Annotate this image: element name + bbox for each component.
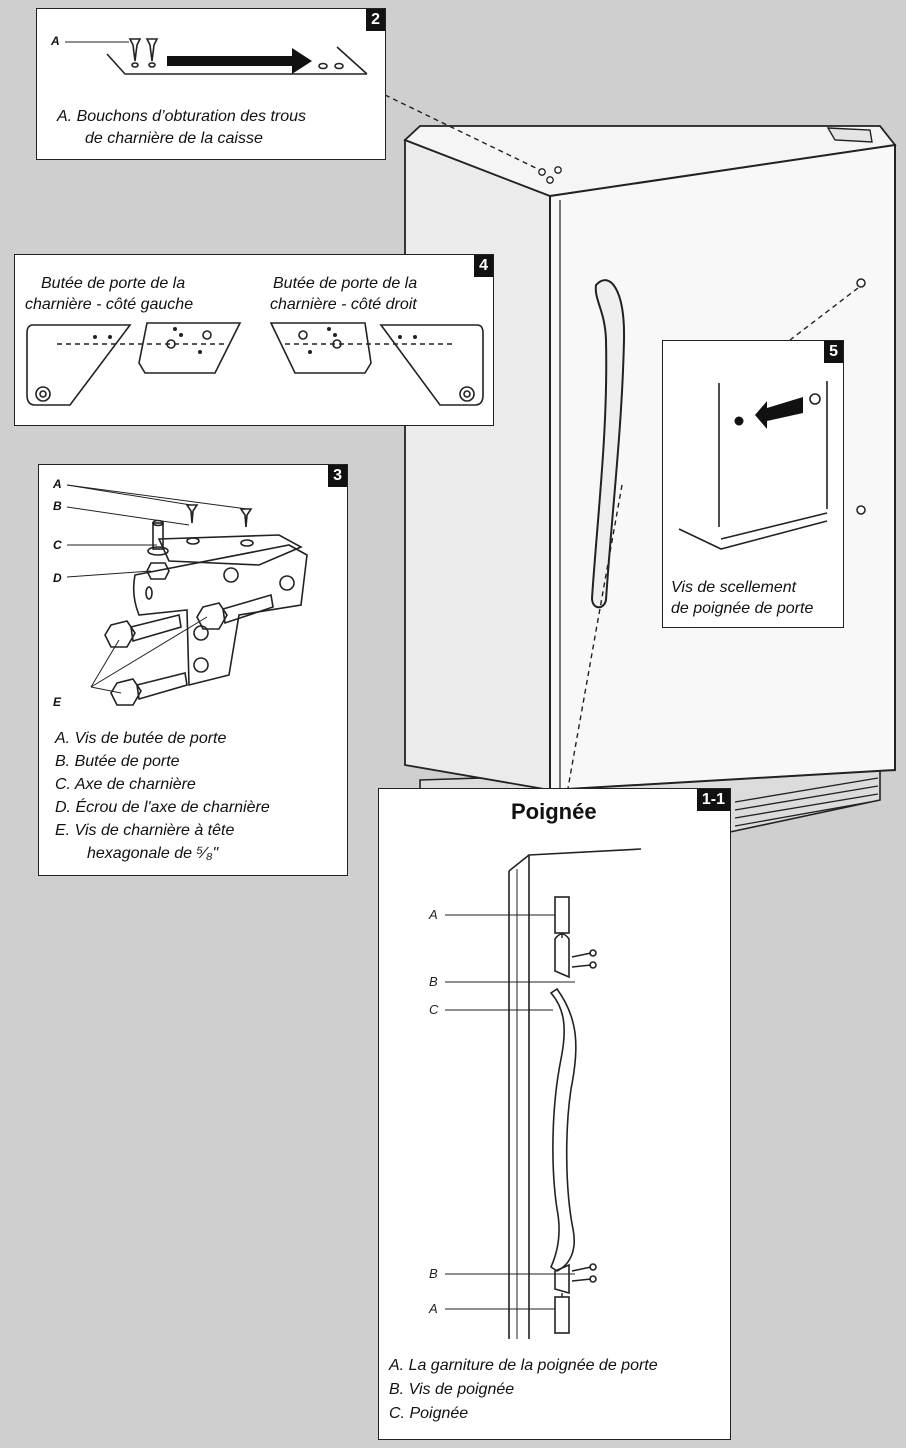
hex-bolt-icon <box>196 593 274 630</box>
hex-bolt-icon <box>35 386 51 402</box>
caption-line-1: Vis de scellement <box>671 579 797 596</box>
seal-screw-diagram <box>678 381 828 550</box>
left-title-line-2: charnière - côté gauche <box>25 296 194 313</box>
grille-lines <box>734 777 879 827</box>
hex-bolt-icon <box>110 672 188 706</box>
callout-a-bottom: A <box>429 1301 438 1316</box>
panel-door-stop-sides: 4 Butée de porte de la charnière - côté … <box>14 254 494 426</box>
panel-cabinet-hinge-plugs: 2 A A. Bouchons d’obturation des trous d… <box>36 8 386 160</box>
label-a: A <box>53 477 62 491</box>
right-title-line-2: charnière - côté droit <box>270 296 417 313</box>
panel-door-handle: 1-1 Poignée A B C B A A. La ga <box>378 788 731 1440</box>
fridge-side <box>404 138 551 792</box>
legend-item: A. La garniture de la poignée de porte <box>389 1357 658 1374</box>
panel-handle-seal-screw: 5 Vis de scellement de poignée de porte <box>662 340 844 628</box>
callout-c: C <box>429 1002 439 1017</box>
step-badge: 4 <box>474 255 493 277</box>
step-badge: 1-1 <box>696 789 730 811</box>
panel-title: Poignée <box>511 799 597 824</box>
legend-item: D. Écrou de l'axe de charnière <box>55 799 270 816</box>
label-c: C <box>53 538 62 552</box>
legend-item: C. Poignée <box>389 1405 469 1422</box>
label-b: B <box>53 499 62 513</box>
arrow-icon <box>755 397 803 429</box>
arrow-icon <box>167 48 312 74</box>
door-handle-exploded-diagram <box>445 848 642 1339</box>
door-stop-diagram <box>26 322 484 406</box>
legend-item: C. Axe de charnière <box>55 776 196 793</box>
label-a: A <box>51 34 60 48</box>
door-handle <box>590 279 626 609</box>
callout-b-bottom: B <box>429 1266 438 1281</box>
caption-line-2: de poignée de porte <box>671 600 814 617</box>
hex-bolt-icon <box>459 386 475 402</box>
label-e: E <box>53 695 62 709</box>
legend-item: hexagonale de ⁵⁄₈" <box>87 845 219 862</box>
legend-item: A. Vis de butée de porte <box>55 730 227 747</box>
legend-item: B. Butée de porte <box>55 753 180 770</box>
plug-icons <box>128 38 159 68</box>
fridge-top <box>403 125 897 197</box>
step-badge: 2 <box>366 9 385 31</box>
left-title-line-1: Butée de porte de la <box>41 275 186 292</box>
step-badge: 3 <box>328 465 347 487</box>
caption-line-1: A. Bouchons d’obturation des trous <box>57 108 307 125</box>
hinge-exploded-diagram <box>66 484 308 706</box>
callout-a-top: A <box>429 907 438 922</box>
hinge-plug-diagram <box>65 38 368 75</box>
caption-line-2: de charnière de la caisse <box>85 130 263 147</box>
label-d: D <box>53 571 62 585</box>
legend-item: B. Vis de poignée <box>389 1381 515 1398</box>
step-badge: 5 <box>824 341 843 363</box>
hex-bolt-icon <box>104 614 182 648</box>
legend-item: E. Vis de charnière à tête <box>55 822 235 839</box>
top-hinge <box>826 127 873 143</box>
right-title-line-1: Butée de porte de la <box>273 275 418 292</box>
callout-b-top: B <box>429 974 438 989</box>
panel-hinge-parts: 3 <box>38 464 348 876</box>
